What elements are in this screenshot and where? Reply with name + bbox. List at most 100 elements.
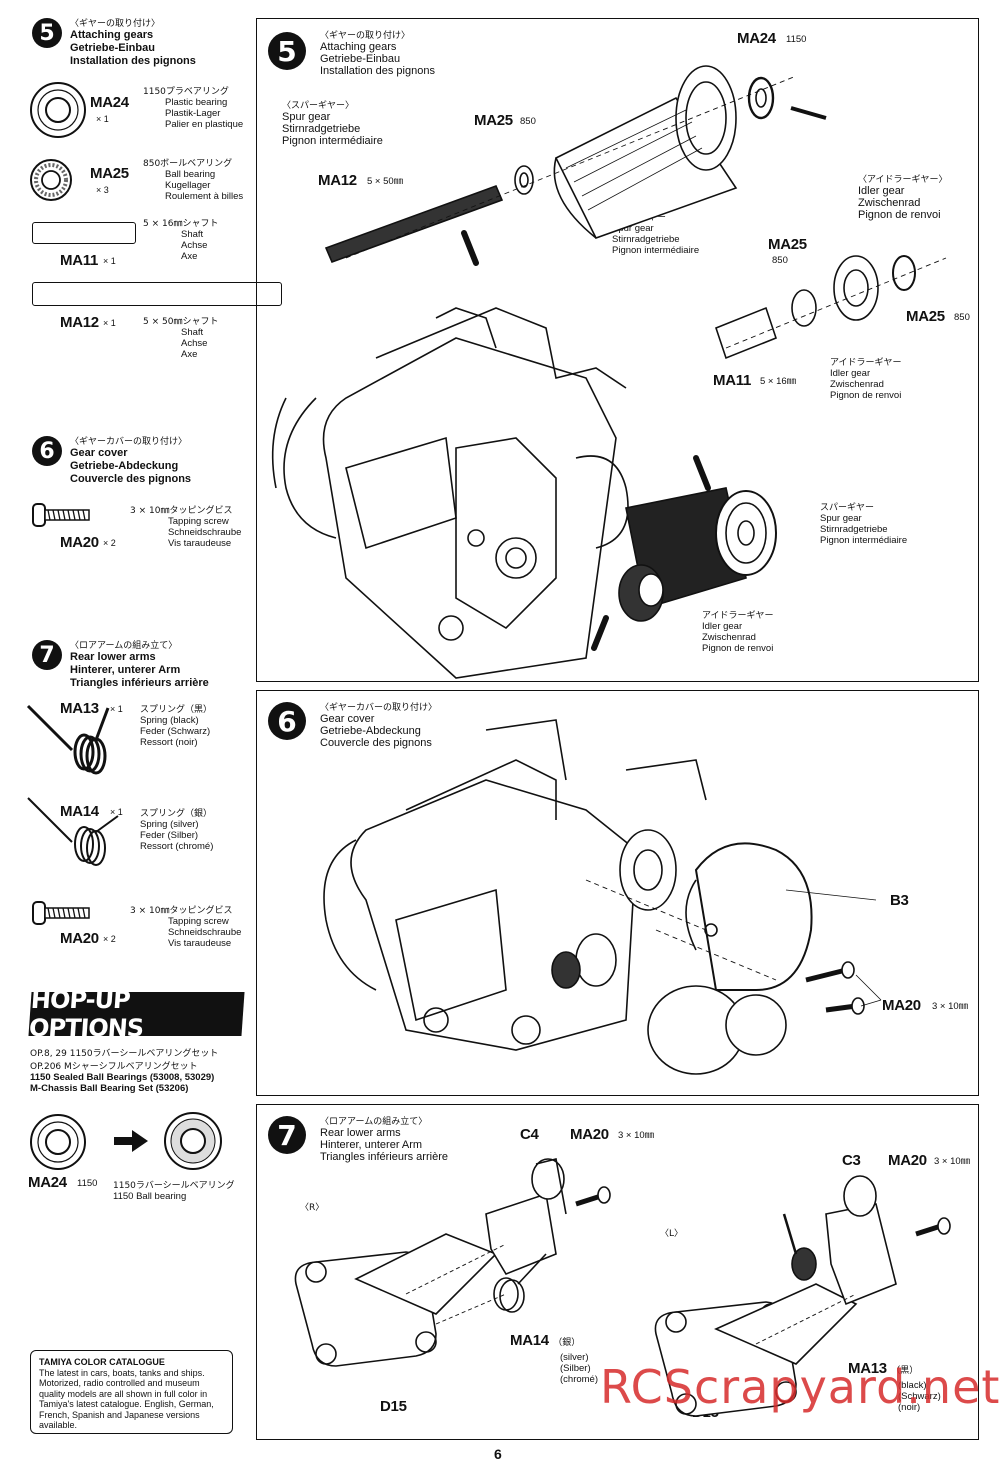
part-desc-de: Schneidschraube [168,927,242,938]
panel6-title-de: Getriebe-Abdeckung [320,725,421,737]
label-ma14-colour: (silver) (Silber) (chromé) [560,1352,598,1385]
spur-legend-en: Spur gear [282,111,331,123]
label-b3: B3 [890,892,909,909]
part-desc-ma20: 3 × 10㎜タッピングビス Tapping screw Schneidschr… [130,903,241,949]
panel7-title-de: Hinterer, unterer Arm [320,1139,423,1151]
part-desc-jp: 3 × 10㎜タッピングビス [130,506,233,516]
part-code-ma12: MA12 [60,314,99,331]
label-ma25-c-size: 850 [954,312,970,323]
label-ma11: MA11 [713,372,751,389]
step7-title-fr: Triangles inférieurs arrière [70,677,209,689]
step6-title-jp: 〈ギヤーカバーの取り付け〉 [70,437,188,447]
panel7-heading: 〈ロアアームの組み立て〉 Rear lower arms Hinterer, u… [320,1114,448,1163]
gear-cover-drawing [323,719,882,1075]
part-desc-de: Achse [181,338,208,349]
part-desc-ma12: 5 × 50㎜シャフト Shaft Achse Axe [143,314,218,360]
callout-fr: Pignon intermédiaire [612,245,700,256]
spur-legend-fr: Pignon intermédiaire [282,135,383,147]
part-desc-en: Ball bearing [165,169,216,180]
callout-jp: アイドラーギヤー [702,611,774,621]
callout-de: Zwischenrad [702,632,756,643]
part-desc-de: Schneidschraube [168,527,242,538]
ma13-fr: (noir) [898,1402,921,1413]
part-desc-fr: Ressort (chromé) [140,841,214,852]
label-ma25-b-size: 850 [772,255,788,266]
label-ma14-jp: （銀） [553,1338,581,1348]
label-ma13-jp: （黒） [891,1366,919,1376]
catalogue-title: TAMIYA COLOR CATALOGUE [39,1357,165,1367]
label-ma25-b: MA25 [768,236,807,253]
part-desc-ma25: 850ボールベアリング Ball bearing Kugellager Roul… [143,156,243,202]
step7-title-de: Hinterer, unterer Arm [70,664,181,676]
callout-en: Idler gear [702,621,743,632]
spur-legend-de: Stirnradgetriebe [282,123,361,135]
part-desc-en: Spring (black) [140,715,199,726]
callout-de: Stirnradgetriebe [612,234,680,245]
part-desc-fr: Axe [181,349,198,360]
hop-up-part-code: MA24 [28,1174,67,1191]
label-ma14: MA14 [510,1332,549,1349]
label-ma25-c: MA25 [906,308,945,325]
right-side-label: 〈R〉 [300,1203,325,1213]
part-desc-ma20: 3 × 10㎜タッピングビス Tapping screw Schneidschr… [130,503,241,549]
part-desc-fr: Vis taraudeuse [168,538,232,549]
label-ma11-size: 5 × 16㎜ [760,376,797,387]
part-code-ma25: MA25 [90,165,129,182]
ma13-de: (Schwarz) [898,1391,941,1402]
callout-en: Spur gear [612,223,654,234]
panel6-title-jp: 〈ギヤーカバーの取り付け〉 [320,703,438,713]
lower-arm-drawing [294,1158,951,1417]
part-desc-de: Kugellager [165,180,211,191]
part-qty-ma11: × 1 [103,256,116,266]
step-number-5: 5 [268,32,306,70]
ma13-en: (black) [898,1380,927,1391]
step5-title-en: Attaching gears [70,29,154,41]
panel7-title-en: Rear lower arms [320,1127,401,1139]
spur-gear-legend: 〈スパーギヤー〉 Spur gear Stirnradgetriebe Pign… [282,98,383,147]
label-ma25-size: 850 [520,116,536,127]
page-number: 6 [494,1446,502,1462]
label-ma20-left-size: 3 × 10㎜ [934,1156,971,1167]
part-code-ma20: MA20 [60,930,99,947]
spring-black-icon [26,704,110,775]
part-code-ma11: MA11 [60,252,98,269]
label-ma25: MA25 [474,112,513,129]
long-shaft-icon [32,282,282,306]
idler-legend-en: Idler gear [858,185,905,197]
callout-jp: スパーギヤー [820,503,875,513]
step-number-7: 7 [32,640,62,670]
panel5-title-jp: 〈ギヤーの取り付け〉 [320,31,411,41]
part-qty-ma13: × 1 [110,704,123,714]
ma14-fr: (chromé) [560,1374,599,1385]
part-code-ma24: MA24 [90,94,129,111]
plastic-bearing-icon [30,1114,86,1170]
part-desc-en: Spring (silver) [140,819,199,830]
sealed-bearing-icon [164,1112,222,1170]
idler-gear-legend: 〈アイドラーギヤー〉 Idler gear Zwischenrad Pignon… [858,172,948,221]
ball-bearing-icon [30,159,72,201]
idler-gear-callout-bottom: アイドラーギヤー Idler gear Zwischenrad Pignon d… [702,608,774,654]
idler-legend-fr: Pignon de renvoi [858,209,941,221]
part-qty-ma24: × 1 [96,114,109,124]
part-qty-ma12: × 1 [103,318,116,328]
step6-panel [256,690,979,1096]
spring-silver-icon [27,797,119,866]
label-ma24-size: 1150 [786,34,807,45]
part-desc-en: Tapping screw [168,516,229,527]
label-ma12-size: 5 × 50㎜ [367,176,404,187]
replacement-en: 1150 Ball bearing [113,1191,187,1202]
step7-title-en: Rear lower arms [70,651,156,663]
label-ma20: MA20 [882,997,921,1014]
panel7-title-jp: 〈ロアアームの組み立て〉 [320,1117,428,1127]
hop-up-line-4: M-Chassis Ball Bearing Set (53206) [30,1083,189,1094]
part-desc-ma14: スプリング（銀） Spring (silver) Feder (Silber) … [140,806,213,852]
label-c3: C3 [842,1152,861,1169]
part-qty-ma20: × 2 [103,934,116,944]
panel5-heading: 〈ギヤーの取り付け〉 Attaching gears Getriebe-Einb… [320,28,435,77]
label-ma20-right-size: 3 × 10㎜ [618,1130,655,1141]
part-desc-jp: 1150プラベアリング [143,87,229,97]
part-desc-de: Feder (Silber) [140,830,199,841]
catalogue-notice: TAMIYA COLOR CATALOGUE The latest in car… [30,1350,233,1434]
part-desc-de: Plastik-Lager [165,108,221,119]
panel6-title-en: Gear cover [320,713,375,725]
